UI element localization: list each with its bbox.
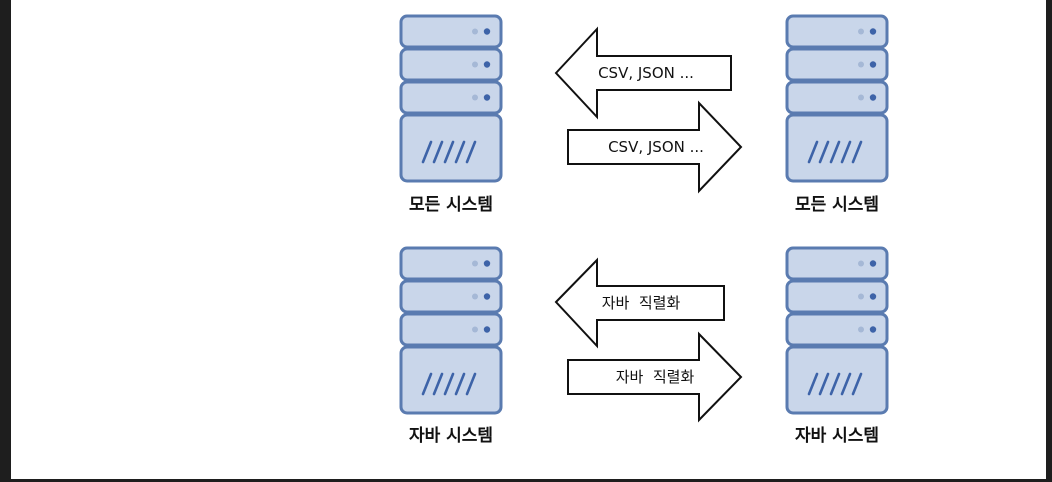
arrow-top-leftward xyxy=(554,26,732,120)
window-frame-right xyxy=(1046,0,1052,482)
arrow-top-rightward xyxy=(567,100,743,194)
server-top-left xyxy=(399,14,503,183)
arrow-label-top-right: CSV, JSON ... xyxy=(608,138,704,156)
server-label-top-left: 모든 시스템 xyxy=(409,195,493,215)
server-bottom-left xyxy=(399,246,503,415)
arrow-bottom-rightward xyxy=(567,331,743,423)
server-label-bottom-right: 자바 시스템 xyxy=(795,426,879,446)
window-frame-bottom xyxy=(0,479,1052,482)
arrow-label-bottom-right: 자바 직렬화 xyxy=(616,368,695,386)
arrow-label-bottom-left: 자바 직렬화 xyxy=(602,294,681,312)
server-bottom-right xyxy=(785,246,889,415)
server-label-bottom-left: 자바 시스템 xyxy=(409,426,493,446)
arrow-bottom-leftward xyxy=(554,257,725,349)
window-frame-left xyxy=(0,0,11,482)
server-top-right xyxy=(785,14,889,183)
arrow-label-top-left: CSV, JSON ... xyxy=(598,64,694,82)
server-label-top-right: 모든 시스템 xyxy=(795,195,879,215)
